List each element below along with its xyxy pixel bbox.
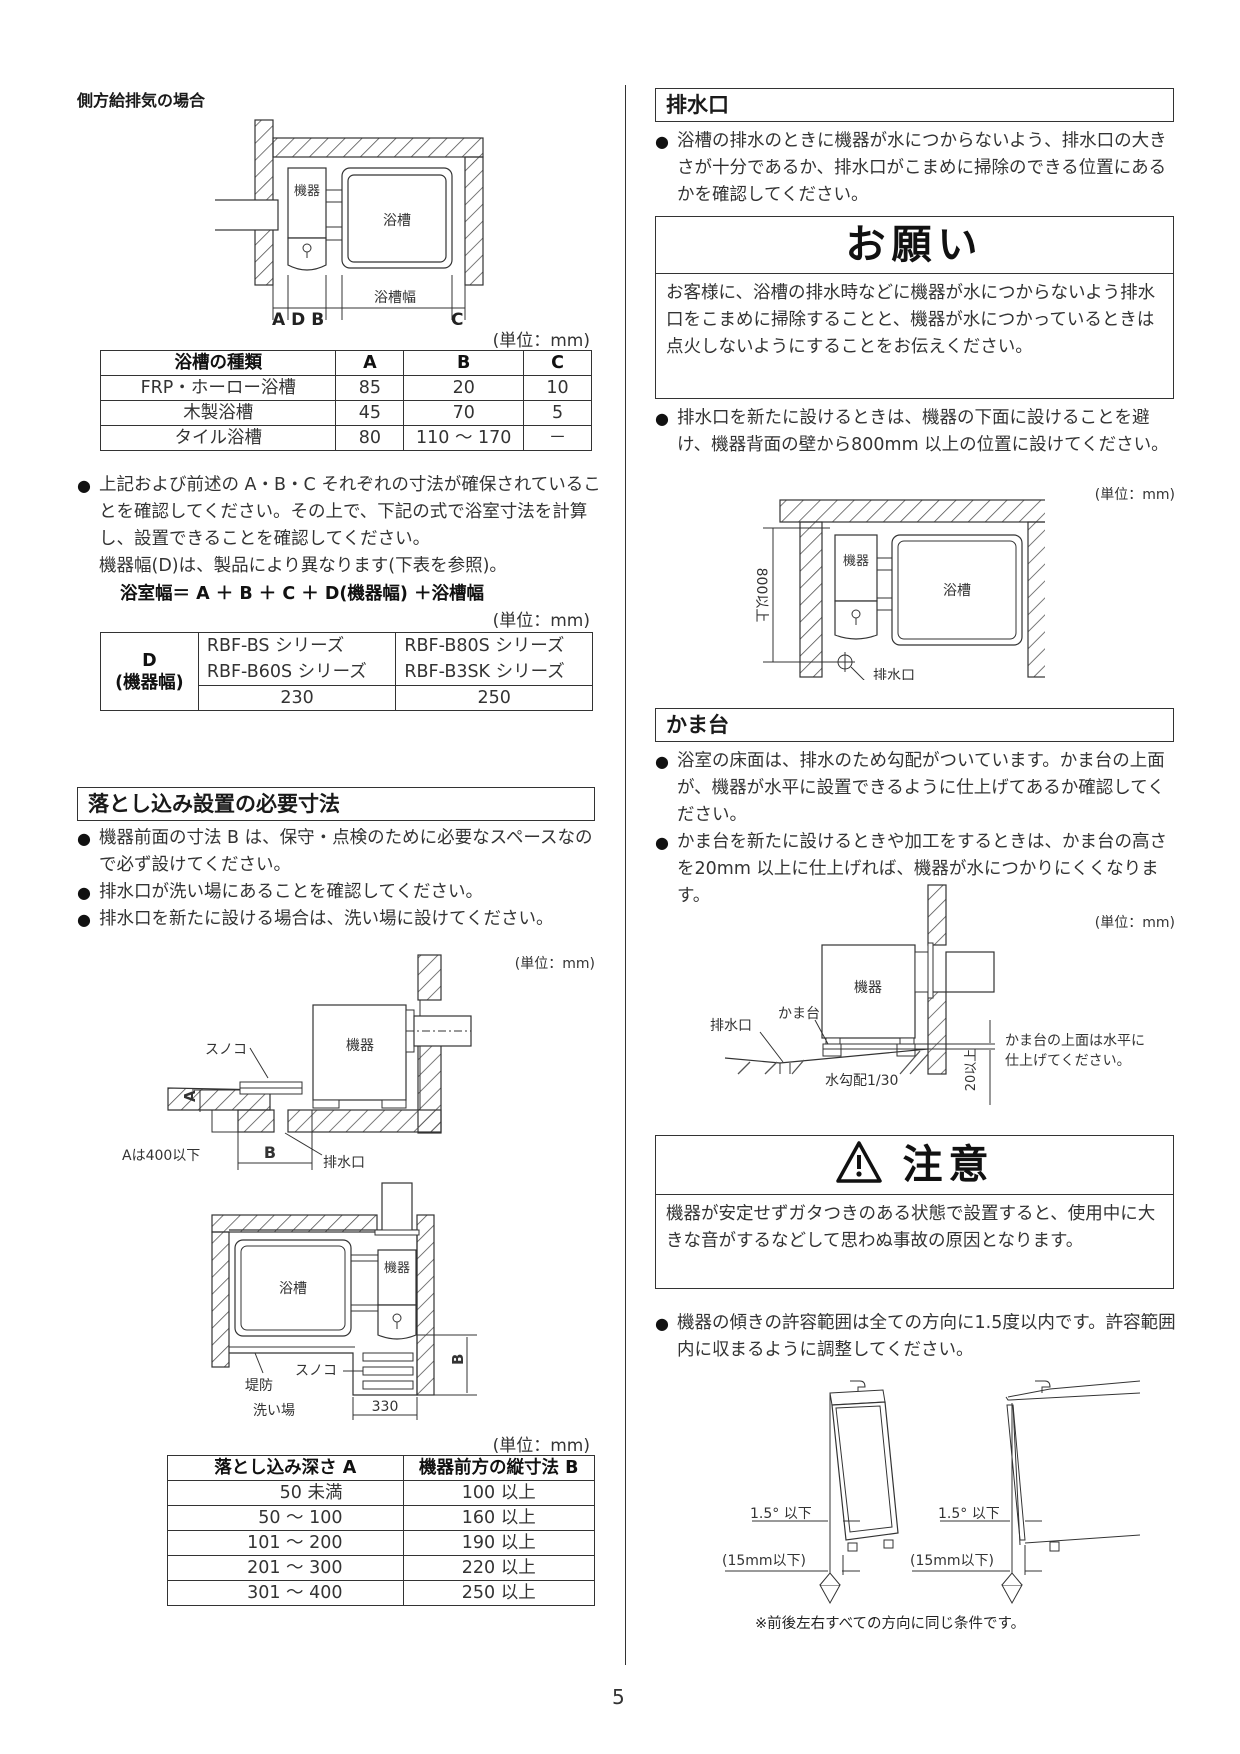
svg-text:浴槽: 浴槽 xyxy=(383,213,411,229)
svg-text:スノコ: スノコ xyxy=(295,1363,337,1379)
bathroom-width-formula: 浴室幅＝ A ＋ B ＋ C ＋ D(機器幅) ＋浴槽幅 xyxy=(120,584,484,604)
svg-text:排水口: 排水口 xyxy=(873,668,915,680)
bullet-item: かま台を新たに設けるときや加工をするときは、かま台の高さを20mm 以上に仕上げ… xyxy=(655,829,1180,910)
bullet-item: 排水口を新たに設ける場合は、洗い場に設けてください。 xyxy=(77,906,602,933)
svg-text:排水口: 排水口 xyxy=(323,1155,365,1171)
request-heading: お願い xyxy=(656,217,1173,274)
svg-text:堤防: 堤防 xyxy=(245,1378,273,1394)
svg-text:機器: 機器 xyxy=(346,1038,374,1054)
side-vent-bullets: 上記および前述の A・B・C それぞれの寸法が確保されていることを確認してくださ… xyxy=(77,472,602,580)
drain-location-diagram: 機器 浴槽 800以上 排水口 xyxy=(753,499,1045,680)
caution-body: 機器が安定せずガタつきのある状態で設置すると、使用中に大きな音がするなどして思わ… xyxy=(666,1204,1156,1251)
svg-text:機器: 機器 xyxy=(854,980,882,996)
table-header-row: 落とし込み深さ A 機器前方の縦寸法 B xyxy=(167,1455,596,1481)
bullet-item: 排水口が洗い場にあることを確認してください。 xyxy=(77,879,602,906)
drop-in-plan-diagram: 浴槽 機器 スノコ 堤防 洗い場 330 B xyxy=(211,1182,477,1420)
svg-text:浴槽: 浴槽 xyxy=(943,583,971,599)
drain-bullets: 浴槽の排水のときに機器が水につからないよう、排水口の大きさが十分であるか、排水口… xyxy=(655,128,1180,209)
drop-in-bullets: 機器前面の寸法 B は、保守・点検のために必要なスペースなので必ず設けてください… xyxy=(77,825,602,933)
svg-text:洗い場: 洗い場 xyxy=(253,1403,295,1419)
svg-text:330: 330 xyxy=(372,1399,399,1415)
bullet-item: 排水口を新たに設けるときは、機器の下面に設けることを避け、機器背面の壁から800… xyxy=(655,405,1180,459)
device-width-table: D (機器幅) RBF-BS シリーズ RBF-B60S シリーズ RBF-B8… xyxy=(100,632,593,711)
column-divider xyxy=(625,85,626,1665)
dim-labels: ADB xyxy=(272,310,331,330)
svg-text:浴槽幅: 浴槽幅 xyxy=(374,290,416,306)
side-vent-heading: 側方給排気の場合 xyxy=(77,91,206,110)
svg-text:機器: 機器 xyxy=(843,554,869,569)
tilt-diagram: 1.5° 以下 (15mm以下) 1.5° 以下 (15mm以下) xyxy=(722,1380,1140,1605)
svg-text:20以上: 20以上 xyxy=(964,1049,979,1092)
svg-text:浴槽: 浴槽 xyxy=(279,1281,307,1297)
device-label: 機器 xyxy=(294,184,320,199)
tilt-footnote: ※前後左右すべての方向に同じ条件です。 xyxy=(755,1616,1026,1632)
svg-text:1.5° 以下: 1.5° 以下 xyxy=(750,1506,812,1522)
caution-callout: 注意 機器が安定せずガタつきのある状態で設置すると、使用中に大きな音がするなどし… xyxy=(655,1135,1174,1289)
bullet-item: 機器の傾きの許容範囲は全ての方向に1.5度以内です。許容範囲内に収まるように調整… xyxy=(655,1310,1180,1364)
table-header-row: 浴槽の種類 A B C xyxy=(99,350,592,376)
bullet-item: 上記および前述の A・B・C それぞれの寸法が確保されていることを確認してくださ… xyxy=(77,472,602,580)
svg-text:排水口: 排水口 xyxy=(710,1018,752,1034)
page-number: 5 xyxy=(612,1685,625,1709)
drain-section-title: 排水口 xyxy=(655,88,1174,122)
svg-text:1.5° 以下: 1.5° 以下 xyxy=(938,1506,1000,1522)
stand-diagram: 機器 排水口 かま台 水勾配1/30 20以上 かま台の上面は水平に 仕上げてく… xyxy=(710,884,1145,1105)
bullet-item: 浴室の床面は、排水のため勾配がついています。かま台の上面が、機器が水平に設置でき… xyxy=(655,748,1180,829)
svg-text:水勾配1/30: 水勾配1/30 xyxy=(825,1073,898,1089)
svg-text:仕上げてください。: 仕上げてください。 xyxy=(1005,1053,1131,1069)
bullet-item: 機器前面の寸法 B は、保守・点検のために必要なスペースなので必ず設けてください… xyxy=(77,825,602,879)
drop-in-section-title: 落とし込み設置の必要寸法 xyxy=(77,787,595,821)
caution-heading: 注意 xyxy=(656,1136,1173,1195)
svg-text:B: B xyxy=(264,1143,276,1162)
svg-text:Aは400以下: Aは400以下 xyxy=(122,1148,200,1164)
svg-text:(15mm以下): (15mm以下) xyxy=(910,1553,994,1569)
unit-label: (単位：mm) xyxy=(492,331,590,351)
drop-in-side-diagram: 機器 スノコ A B 排水口 Aは400以下 xyxy=(122,954,472,1171)
request-callout: お願い お客様に、浴槽の排水時などに機器が水につからないよう排水口をこまめに掃除… xyxy=(655,216,1174,399)
tilt-bullets: 機器の傾きの許容範囲は全ての方向に1.5度以内です。許容範囲内に収まるように調整… xyxy=(655,1310,1180,1364)
side-vent-diagram: 機器 浴槽 浴槽幅 xyxy=(215,119,484,320)
svg-text:かま台の上面は水平に: かま台の上面は水平に xyxy=(1005,1033,1145,1049)
stand-bullets: 浴室の床面は、排水のため勾配がついています。かま台の上面が、機器が水平に設置でき… xyxy=(655,748,1180,910)
svg-text:スノコ: スノコ xyxy=(205,1042,247,1058)
svg-text:800以上: 800以上 xyxy=(753,568,769,623)
svg-text:A: A xyxy=(181,1090,199,1102)
request-body: お客様に、浴槽の排水時などに機器が水につからないよう排水口をこまめに掃除すること… xyxy=(666,283,1156,357)
bullet-item: 浴槽の排水のときに機器が水につからないよう、排水口の大きさが十分であるか、排水口… xyxy=(655,128,1180,209)
warning-triangle-icon xyxy=(835,1141,882,1183)
drain-bullets-2: 排水口を新たに設けるときは、機器の下面に設けることを避け、機器背面の壁から800… xyxy=(655,405,1180,459)
stand-section-title: かま台 xyxy=(655,708,1174,742)
svg-text:(15mm以下): (15mm以下) xyxy=(722,1553,806,1569)
svg-text:B: B xyxy=(449,1354,467,1365)
svg-text:かま台: かま台 xyxy=(778,1006,820,1022)
svg-text:機器: 機器 xyxy=(384,1261,410,1276)
